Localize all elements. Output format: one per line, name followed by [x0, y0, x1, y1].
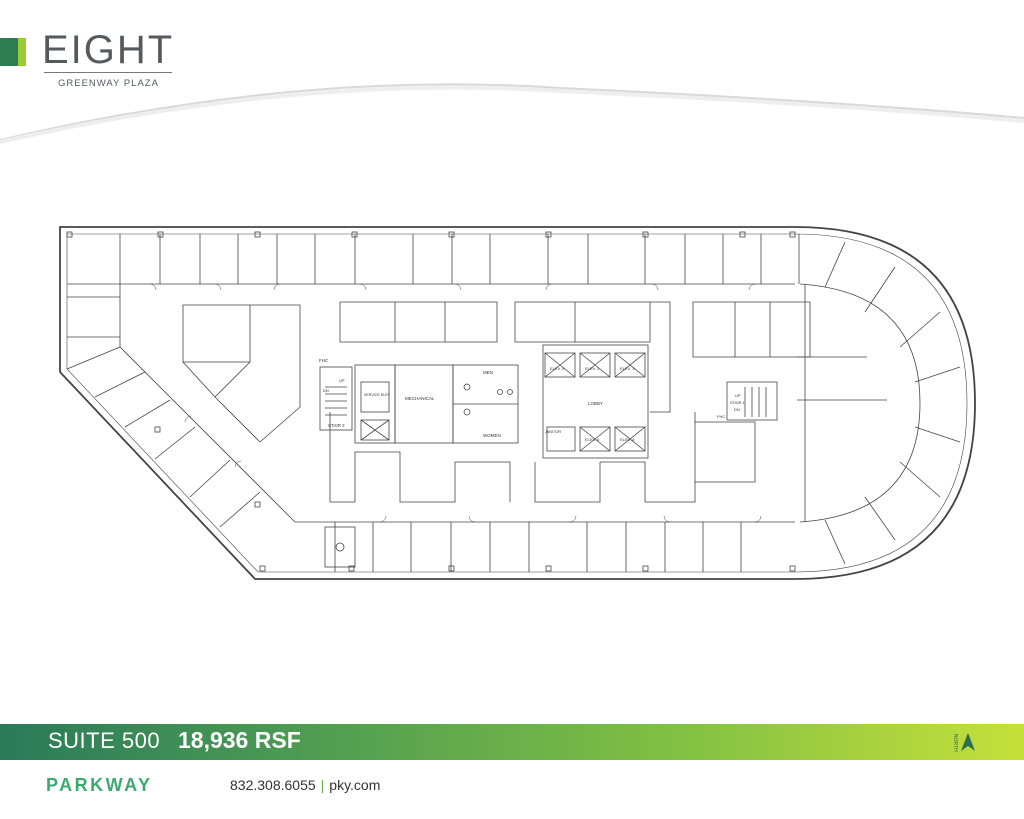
suite-area: 18,936 RSF	[178, 727, 301, 753]
logo: EIGHT GREENWAY PLAZA	[0, 30, 200, 100]
sw-restroom	[324, 526, 356, 568]
suite-banner: SUITE 500 18,936 RSF NORTH	[0, 724, 1024, 760]
elev4-label: ELEV. 4	[620, 437, 635, 442]
lobby-label: LOBBY	[588, 401, 603, 406]
fhc-left-label: FHC	[319, 358, 329, 363]
east-offices	[797, 241, 961, 565]
stair2-label: STAIR 2	[328, 423, 345, 428]
suite-name: SUITE 500	[48, 728, 161, 753]
women-label: WOMEN	[483, 433, 501, 438]
elev2-label: ELEV. 2	[585, 366, 600, 371]
elev1-label: ELEV. 1	[620, 366, 635, 371]
interior-offices	[182, 301, 811, 503]
men-label: MEN	[483, 370, 493, 375]
door-swings	[149, 283, 762, 523]
top-offices	[66, 231, 800, 285]
stair-2: FHC UP DN STAIR 2	[319, 358, 353, 431]
up-right-label: UP	[735, 393, 741, 398]
header-swoosh	[0, 0, 1024, 144]
exterior-wall	[59, 226, 976, 580]
fhc-right-label: FHC	[717, 414, 725, 419]
stair-1: UP STAIR 1 DN FHC	[717, 381, 778, 421]
north-arrow-icon	[961, 733, 975, 751]
website-link[interactable]: pky.com	[329, 777, 381, 793]
elev6-label: ELEV. 6	[585, 437, 600, 442]
building-subtitle: GREENWAY PLAZA	[58, 78, 159, 89]
bottom-offices	[259, 521, 796, 572]
logo-mark-dark	[0, 38, 18, 66]
building-title: EIGHT	[42, 28, 175, 72]
contact-separator: |	[320, 777, 325, 793]
dn-left-label: DN	[323, 388, 329, 393]
west-offices	[66, 284, 296, 528]
stair1-label: STAIR 1	[730, 400, 746, 405]
contact-info: 832.308.6055|pky.com	[230, 777, 380, 793]
elev5-label: ELEV. 5	[550, 366, 565, 371]
janitor-label: JANITOR	[545, 430, 561, 434]
service-core: SERVICE ELEV MECHANICAL	[354, 364, 454, 444]
north-label: NORTH	[952, 734, 958, 752]
dn-right-label: DN	[734, 407, 740, 412]
logo-mark-light	[18, 38, 26, 66]
restrooms: MEN WOMEN	[452, 364, 519, 444]
mechanical-label: MECHANICAL	[405, 396, 435, 401]
phone-number: 832.308.6055	[230, 777, 316, 793]
service-elev-label: SERVICE ELEV	[364, 393, 391, 397]
up-left-label: UP	[339, 378, 345, 383]
logo-divider	[44, 72, 172, 73]
floor-plan: FHC UP DN STAIR 2 SERVICE ELEV MECHANICA…	[59, 226, 976, 580]
elevator-lobby: ELEV. 5 ELEV. 2 ELEV. 1 LOBBY JANITOR EL…	[542, 344, 649, 459]
company-logo: PARKWAY	[46, 775, 153, 795]
interior-perimeter	[66, 233, 968, 573]
